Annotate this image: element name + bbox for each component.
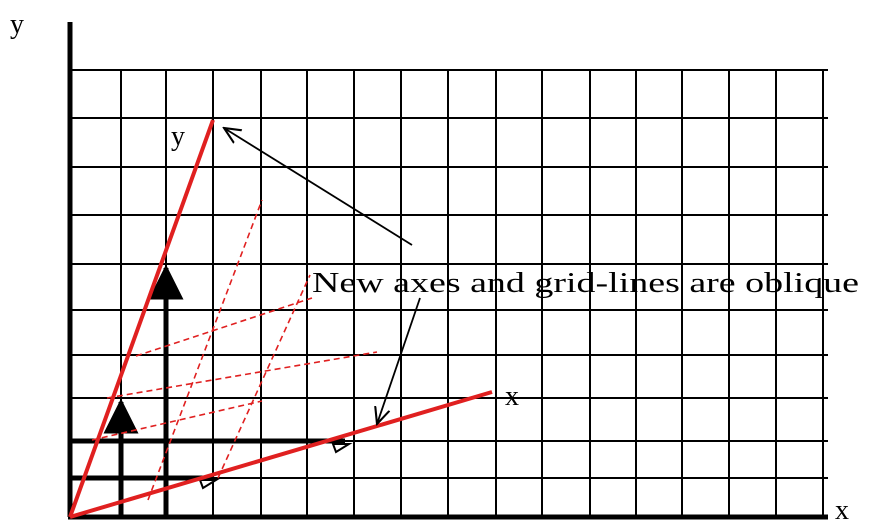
annotation-text: New axes and grid-lines are oblique — [312, 268, 859, 299]
oblique-x-arrowhead-lower — [198, 479, 220, 490]
oblique-y-axis-label: y — [171, 121, 185, 152]
annotation-pointer-to-x-axis — [377, 297, 421, 424]
square-grid — [70, 69, 828, 517]
oblique-y-axis — [68, 119, 215, 518]
main-y-axis-label: y — [10, 9, 24, 40]
oblique-grid-parallel-x-2 — [106, 351, 378, 399]
main-x-axis-label: x — [835, 495, 849, 521]
oblique-grid-parallel-y-2 — [217, 274, 311, 479]
oblique-grid-parallel-x-1 — [91, 400, 263, 441]
annotation-pointer-to-y-axis — [224, 128, 413, 246]
oblique-grid-parallel-x-3 — [135, 297, 313, 357]
oblique-grid-lines — [91, 199, 378, 501]
oblique-grid-parallel-y-1 — [147, 199, 263, 501]
oblique-x-arrowhead-upper — [331, 443, 353, 454]
oblique-x-axis — [69, 390, 493, 519]
oblique-x-axis-label: x — [505, 381, 519, 412]
